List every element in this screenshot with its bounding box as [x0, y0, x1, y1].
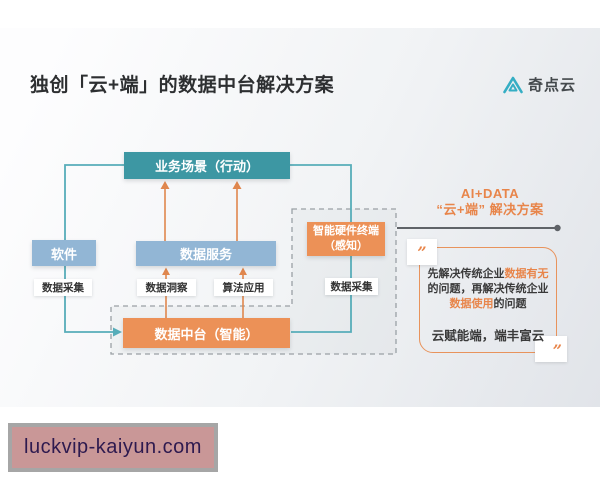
- quote-highlight2: 数据使用: [449, 298, 494, 310]
- node-business-scene: 业务场景（行动）: [124, 152, 290, 179]
- node-software: 软件: [32, 240, 96, 266]
- node-data-platform: 数据中台（智能）: [123, 318, 290, 348]
- quote-open-mark: ”: [407, 239, 437, 265]
- page-title: 独创「云+端」的数据中台解决方案: [30, 75, 335, 96]
- quote-seg3: 的问题: [493, 298, 527, 310]
- node-data-collect-left: 数据采集: [34, 279, 92, 296]
- quote-text: 先解决传统企业数据有无的问题，再解决传统企业数据使用的问题: [423, 267, 553, 312]
- node-data-insight: 数据洞察: [137, 279, 196, 296]
- company-logo: 奇点云: [502, 74, 576, 95]
- solution-headline-line2: “云+端” 解决方案: [436, 201, 544, 217]
- quote-seg1: 先解决传统企业: [427, 268, 505, 280]
- node-smart-hardware: 智能硬件终端 （感知）: [307, 222, 385, 256]
- logo-triangle-icon: [502, 75, 524, 95]
- quote-box: [419, 247, 557, 353]
- solution-pointer-line: [397, 224, 561, 232]
- watermark-frame: luckvip-kaiyun.com: [8, 423, 218, 472]
- quote-close-mark: ”: [535, 336, 567, 362]
- logo-text: 奇点云: [528, 77, 577, 94]
- watermark-text: luckvip-kaiyun.com: [12, 427, 214, 468]
- teal-arrowhead: [113, 327, 122, 337]
- node-smart-hardware-line2: （感知）: [324, 240, 368, 252]
- quote-highlight1: 数据有无: [504, 268, 549, 280]
- slide-background: [0, 28, 600, 407]
- quote-seg2: 的问题，再解决传统企业: [427, 283, 549, 295]
- node-data-collect-right: 数据采集: [325, 278, 378, 295]
- quote-footer: 云赋能端，端丰富云: [431, 329, 545, 343]
- solution-headline: AI+DATA “云+端” 解决方案: [420, 186, 560, 217]
- solution-headline-line1: AI+DATA: [460, 186, 520, 201]
- orange-arrowheads: [160, 181, 247, 275]
- node-smart-hardware-line1: 智能硬件终端: [313, 225, 379, 238]
- node-algorithm-app: 算法应用: [214, 279, 273, 296]
- node-data-service: 数据服务: [136, 241, 276, 266]
